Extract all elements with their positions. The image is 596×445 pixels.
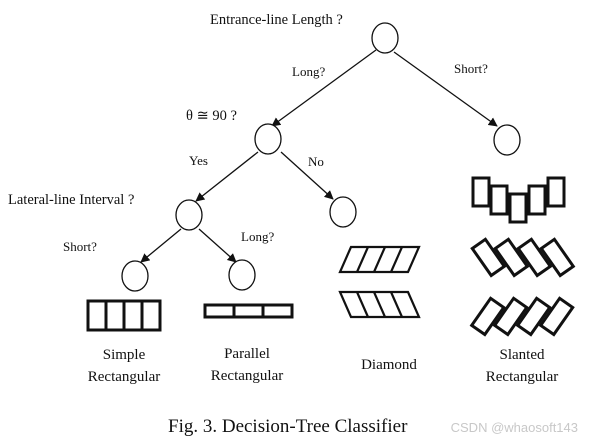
node-short <box>493 124 521 156</box>
node-lateral-short <box>121 260 149 292</box>
edge-label-yes: Yes <box>189 153 208 168</box>
question-entrance-line-length: Entrance-line Length ? <box>210 12 343 28</box>
label-diamond: Diamond <box>361 357 417 373</box>
label-parallel: Parallel <box>224 346 270 362</box>
slanted-rectangular-shape-bottom <box>469 296 575 337</box>
edge-lateral-to-short <box>140 228 182 263</box>
node-lateral <box>175 199 203 231</box>
edge-root-to-short <box>393 51 498 127</box>
figure-caption: Fig. 3. Decision-Tree Classifier <box>168 416 408 437</box>
edge-label-long-lateral: Long? <box>241 229 274 244</box>
edge-theta-to-lateral <box>195 151 259 202</box>
label-simple-rectangular: Rectangular <box>88 369 160 385</box>
node-root <box>371 22 399 54</box>
diamond-shape-bottom <box>338 290 421 319</box>
node-no <box>329 196 357 228</box>
edge-label-no: No <box>308 154 324 169</box>
label-simple: Simple <box>103 347 146 363</box>
staggered-rectangles-shape <box>471 176 566 224</box>
node-theta <box>254 123 282 155</box>
edge-lateral-to-long <box>198 228 237 263</box>
question-lateral-line-interval: Lateral-line Interval ? <box>8 192 134 208</box>
edge-label-short: Short? <box>454 61 488 76</box>
edge-root-to-theta <box>271 49 377 127</box>
node-lateral-long <box>228 259 256 291</box>
label-slanted: Slanted <box>500 347 545 363</box>
edge-theta-to-no <box>280 151 334 200</box>
question-theta-90: θ ≅ 90 ? <box>186 108 237 124</box>
watermark: CSDN @whaosoft143 <box>451 420 578 435</box>
edge-label-short-lateral: Short? <box>63 239 97 254</box>
slanted-rectangular-shape-top <box>470 237 576 278</box>
label-slanted-rectangular: Rectangular <box>486 369 558 385</box>
diamond-shape-top <box>338 245 421 274</box>
edge-label-long: Long? <box>292 64 325 79</box>
parallel-rectangular-shape <box>203 303 294 319</box>
simple-rectangular-shape <box>86 299 162 332</box>
label-parallel-rectangular: Rectangular <box>211 368 283 384</box>
